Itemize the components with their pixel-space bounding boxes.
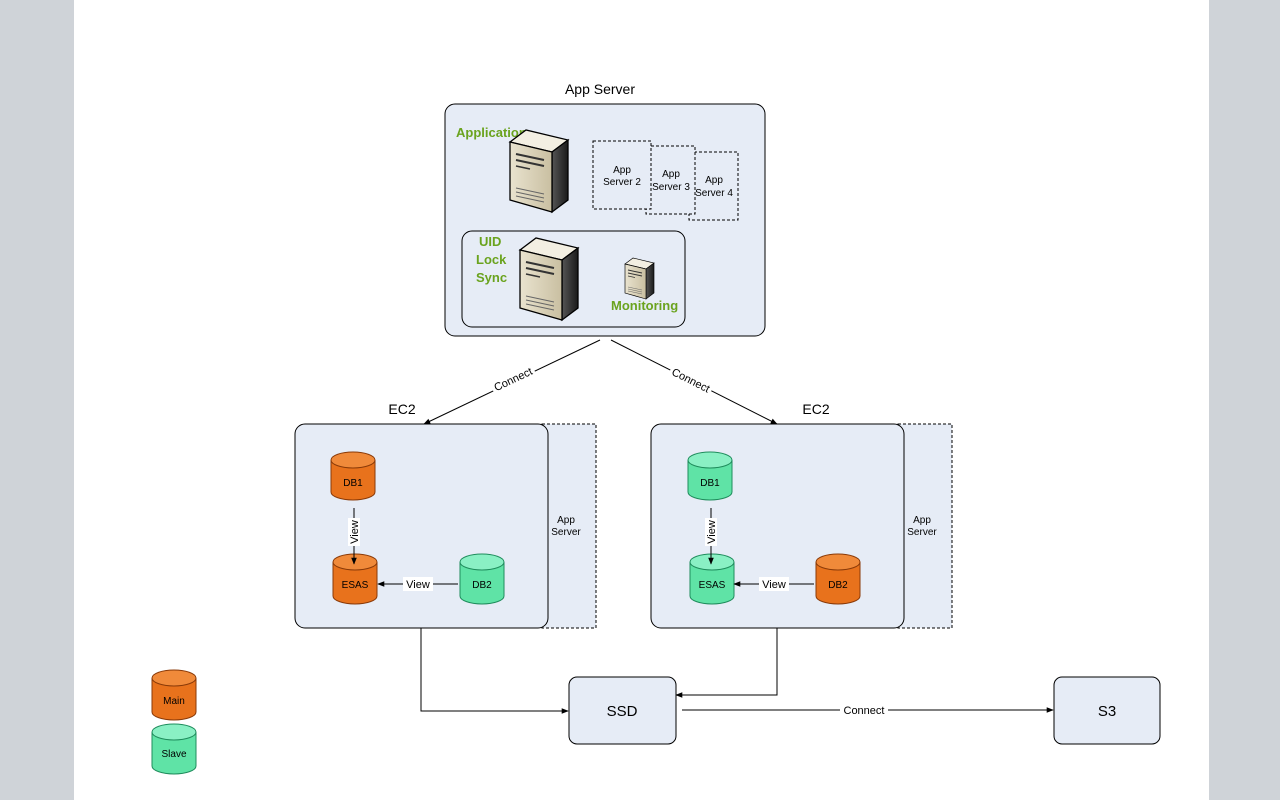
connect-label-right: Connect [670, 366, 712, 395]
ec2-right-esas-cylinder [689, 553, 735, 605]
app-server-title: App Server [565, 81, 635, 97]
ssd-box [568, 676, 677, 745]
ec2-right-esas-label: ESAS [699, 580, 726, 591]
sync-label: Sync [476, 270, 507, 285]
ec2-right-side-line2: Server [907, 527, 937, 538]
legend-slave-label: Slave [161, 749, 186, 760]
replica-2-line2: Server 2 [603, 177, 641, 188]
ec2-left-view-vertical-label: View [349, 520, 361, 544]
ssd-label: SSD [607, 703, 638, 720]
ec2-left-db2-label: DB2 [472, 580, 492, 591]
ec2-right-db2-cylinder [815, 553, 861, 605]
application-label: Application [456, 125, 527, 140]
ec2-right-box [650, 423, 905, 629]
monitoring-label: Monitoring [611, 298, 678, 313]
uid-label: UID [479, 234, 501, 249]
ec2-left-db1-cylinder [330, 451, 376, 501]
ec2-right-side-line1: App [913, 515, 931, 526]
ec2-left-db1-label: DB1 [343, 478, 363, 489]
replica-4-line1: App [705, 175, 723, 186]
s3-box [1053, 676, 1161, 745]
ec2-left-title: EC2 [388, 401, 415, 417]
connector-ec2-left-ssd [420, 628, 569, 714]
ec2-left-side-line1: App [557, 515, 575, 526]
connector-ec2-right-ssd [675, 628, 778, 698]
connect-label-ssd-s3: Connect [844, 705, 885, 717]
replica-3-line2: Server 3 [652, 182, 690, 193]
lock-label: Lock [476, 252, 507, 267]
legend-slave-cylinder [151, 723, 197, 775]
server-tower-icon [519, 237, 579, 321]
legend-main-label: Main [163, 696, 185, 707]
ec2-left-esas-cylinder [332, 553, 378, 605]
ec2-right-shadow-box [897, 423, 953, 629]
replica-2-line1: App [613, 165, 631, 176]
architecture-diagram: App Server Application App Server 2 App … [151, 81, 1161, 775]
ec2-left-side-line2: Server [551, 527, 581, 538]
replica-box-2 [592, 140, 652, 210]
replica-4-line2: Server 4 [695, 188, 733, 199]
ec2-right-title: EC2 [802, 401, 829, 417]
diagram-canvas: App Server Application App Server 2 App … [74, 0, 1209, 800]
ec2-left-view-horizontal-label: View [406, 579, 430, 591]
ec2-right-view-horizontal-label: View [762, 579, 786, 591]
monitoring-server-icon [624, 257, 655, 300]
server-tower-icon [509, 129, 569, 213]
ec2-left-esas-label: ESAS [342, 580, 369, 591]
ec2-left-shadow-box [541, 423, 597, 629]
connect-label-left: Connect [492, 366, 534, 394]
replica-3-line1: App [662, 169, 680, 180]
ec2-right-db2-label: DB2 [828, 580, 848, 591]
ec2-left-db2-cylinder [459, 553, 505, 605]
ec2-right-db1-label: DB1 [700, 478, 720, 489]
s3-label: S3 [1098, 703, 1116, 720]
ec2-right-db1-cylinder [687, 451, 733, 501]
ec2-right-view-vertical-label: View [706, 520, 718, 544]
replica-box-3 [645, 145, 696, 215]
legend-main-cylinder [151, 669, 197, 721]
replica-box-4 [688, 151, 739, 221]
